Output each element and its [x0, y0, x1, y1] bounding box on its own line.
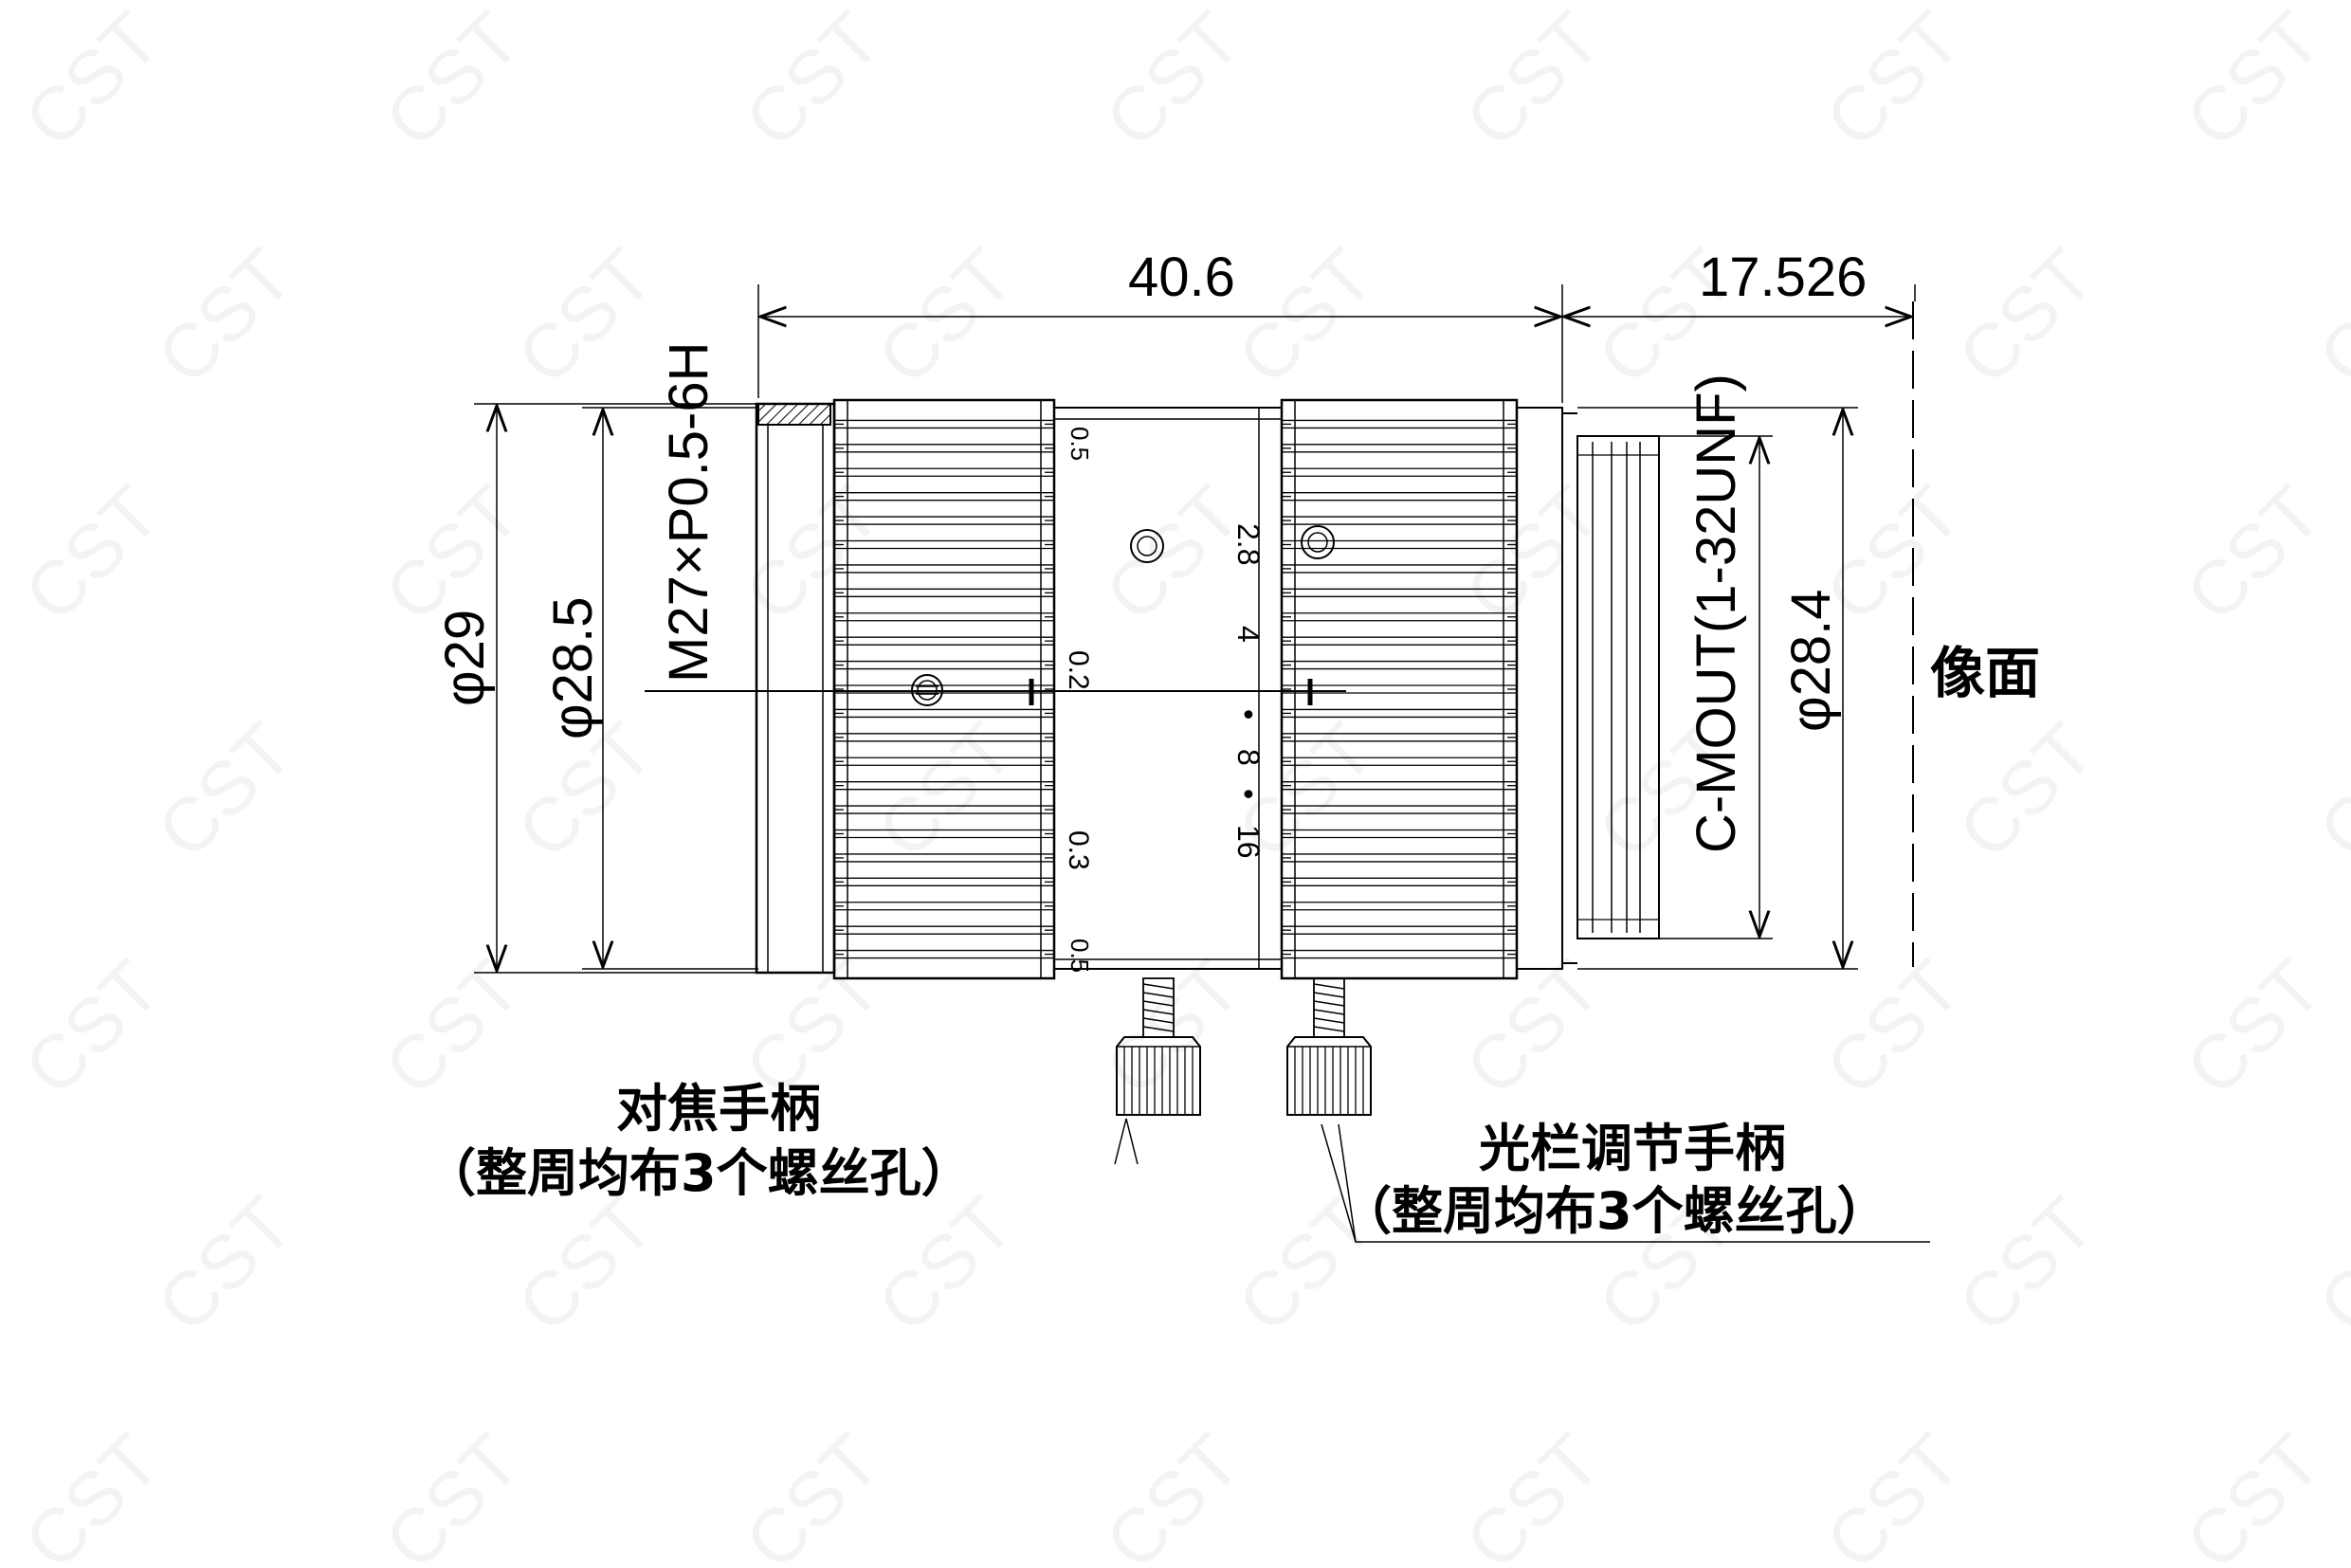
watermark-text: CST: [2170, 944, 2337, 1111]
focus-scale-label: 0.3: [1063, 830, 1094, 870]
dim-body-diameter: φ28.5: [542, 597, 604, 740]
watermark-text: CST: [862, 1181, 1029, 1348]
watermark-text: CST: [2303, 233, 2351, 400]
dim-outer-diameter: φ29: [434, 610, 496, 706]
watermark-text: CST: [1942, 707, 2109, 874]
watermark-text: CST: [2303, 707, 2351, 874]
watermark-layer: CST CST CST CST CST CST CST CST CST CST CST CST CST C…: [9, 0, 2351, 1568]
watermark-text: CST: [369, 0, 536, 163]
screw-hole: [911, 674, 943, 706]
aperture-scale-label: •: [1231, 789, 1266, 799]
watermark-text: CST: [9, 0, 175, 163]
focus-callout-leader: [1114, 1118, 1139, 1165]
watermark-text: CST: [1449, 470, 1616, 637]
watermark-text: CST: [2170, 1418, 2337, 1568]
aperture-scale-label: 8: [1231, 749, 1266, 766]
focus-scale-label: 0.2: [1063, 650, 1094, 690]
watermark-text: CST: [1942, 233, 2109, 400]
dim-mount-diameter: φ28.4: [1780, 590, 1842, 733]
filter-thread-label: M27×P0.5-6H: [658, 342, 720, 683]
focus-handle-title: 对焦手柄: [616, 1079, 821, 1139]
aperture-scale-label: 4: [1231, 626, 1266, 643]
watermark-text: CST: [1089, 1418, 1256, 1568]
aperture-scale-label: •: [1231, 709, 1266, 720]
focus-scale-label: 0.5: [1066, 427, 1094, 461]
aperture-scale-label: 2.8: [1231, 523, 1266, 565]
filter-thread-hatch: [757, 403, 831, 426]
mount-thread-grooves: [1577, 442, 1659, 933]
watermark-text: CST: [1449, 1418, 1616, 1568]
watermark-text: CST: [141, 233, 308, 400]
focus-ring: [832, 398, 1056, 980]
aperture-scale: 2.8 4 • 8 • 16: [1231, 523, 1266, 859]
mount-thread-label: C-MOUT(1-32UNF): [1686, 374, 1747, 853]
aperture-handle-screw: [1286, 977, 1372, 1116]
watermark-text: CST: [501, 233, 668, 400]
watermark-text: CST: [9, 944, 175, 1111]
watermark-text: CST: [1089, 470, 1256, 637]
rear-body: [1516, 407, 1563, 970]
dim-overall-length: 40.6: [1128, 246, 1235, 308]
aperture-scale-label: 16: [1231, 825, 1266, 859]
watermark-text: CST: [1449, 0, 1616, 163]
aperture-handle-note: （整周均布3个螺丝孔）: [1340, 1181, 1888, 1241]
watermark-text: CST: [1810, 1418, 1977, 1568]
watermark-text: CST: [369, 1418, 536, 1568]
watermark-text: CST: [862, 707, 1029, 874]
watermark-text: CST: [1089, 0, 1256, 163]
watermark-text: CST: [501, 1181, 668, 1348]
watermark-text: CST: [729, 0, 896, 163]
watermark-text: CST: [729, 1418, 896, 1568]
screw-hole: [1130, 529, 1164, 563]
watermark-text: CST: [729, 470, 896, 637]
watermark-text: CST: [9, 470, 175, 637]
watermark-text: CST: [369, 944, 536, 1111]
watermark-text: CST: [2170, 0, 2337, 163]
dim-flange-back: 17.526: [1699, 246, 1867, 308]
focus-scale-label: 0.5: [1066, 939, 1094, 973]
aperture-handle-title: 光栏调节手柄: [1479, 1119, 1786, 1178]
aperture-ring: [1280, 398, 1519, 980]
watermark-text: CST: [141, 1181, 308, 1348]
watermark-text: CST: [2170, 470, 2337, 637]
watermark-text: CST: [141, 707, 308, 874]
watermark-text: CST: [1942, 1181, 2109, 1348]
watermark-text: CST: [9, 1418, 175, 1568]
watermark-text: CST: [2303, 1181, 2351, 1348]
focus-handle-screw: [1116, 977, 1201, 1116]
c-mount: [1576, 435, 1660, 939]
watermark-text: CST: [1810, 0, 1977, 163]
focus-handle-note: （整周均布3个螺丝孔）: [425, 1143, 973, 1203]
image-plane-label: 像面: [1930, 641, 2040, 705]
screw-hole: [1301, 525, 1335, 559]
focus-scale: 0.5 0.2 0.3 0.5: [1063, 427, 1094, 973]
